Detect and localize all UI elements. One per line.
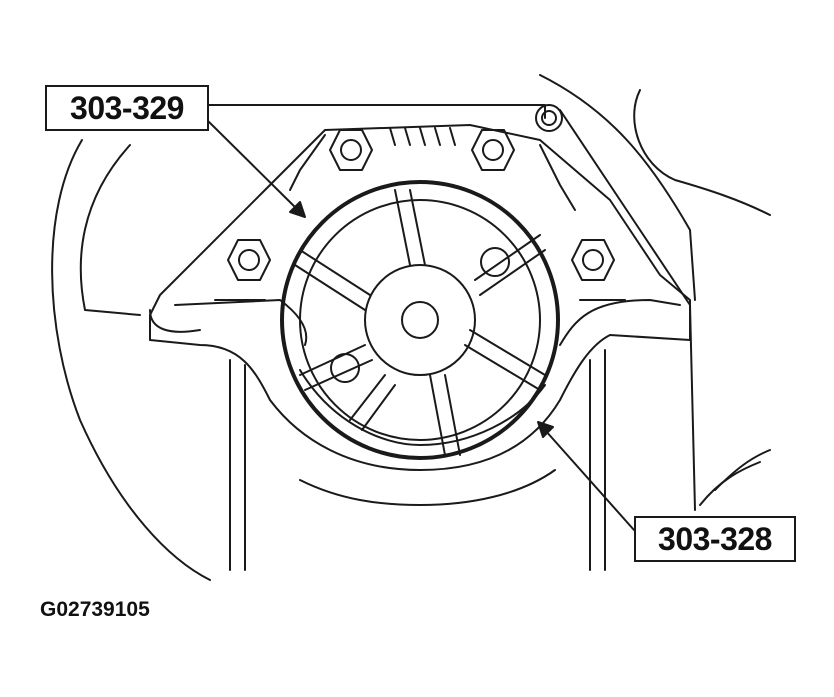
callout-label-303-329: 303-329 (45, 85, 214, 136)
leader-line-303-328 (537, 421, 635, 531)
figure-id: G02739105 (40, 598, 150, 621)
callout-text: 303-328 (658, 521, 772, 557)
leader-line-303-329 (204, 104, 546, 218)
bolt-top-right (471, 129, 515, 171)
seal-installer-tool (280, 180, 560, 460)
bolt-upper-right-block (535, 104, 563, 132)
bolt-right (571, 239, 615, 281)
bolt-top-left (329, 129, 373, 171)
callout-text: 303-329 (70, 90, 184, 126)
callout-label-303-328: 303-328 (634, 516, 801, 567)
bolt-left (227, 239, 271, 281)
